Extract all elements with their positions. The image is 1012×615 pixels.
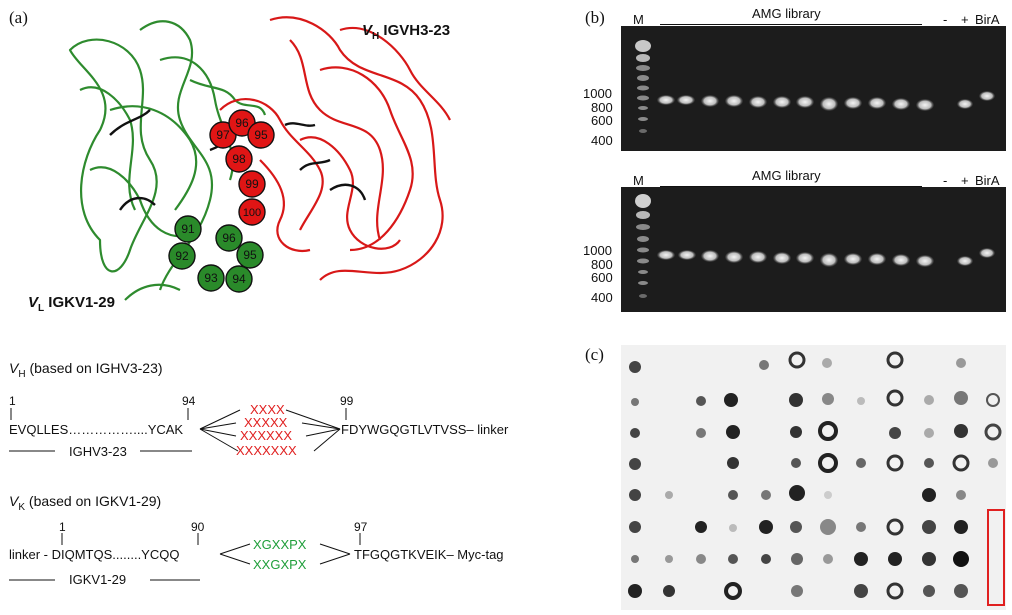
gel2-ladder-1000: 1000: [583, 243, 612, 258]
residue-99: 99: [245, 177, 259, 191]
gel1-library-label: AMG library: [752, 6, 821, 21]
gel2-bira-label: BirA: [975, 173, 1000, 188]
gel2-neg-label: -: [943, 173, 948, 188]
light-residues: [168, 215, 264, 293]
vh-variant-5: XXXXX: [244, 415, 288, 430]
vh-chain-label: VH IGVH3-23: [362, 22, 451, 42]
heavy-chain-ribbon: [219, 16, 451, 281]
residue-96-heavy: 96: [235, 116, 249, 130]
vl-chain-label: VL IGKV1-29: [28, 294, 115, 314]
gel1-pos-label: +: [961, 12, 969, 27]
heavy-residues: [209, 109, 275, 226]
gel1-library-bracket: [660, 24, 922, 25]
highlight-box: [987, 509, 1005, 606]
vh-variant-7: XXXXXXX: [236, 443, 297, 458]
dot-blot-image: [621, 345, 1006, 610]
vk-right-sequence: TFGQGTKVEIK– Myc-tag: [354, 547, 504, 562]
gel2-ladder-600: 600: [591, 270, 613, 285]
vk-connector-lines: [9, 533, 361, 581]
gel1-image: [621, 26, 1006, 151]
vk-left-sequence: linker - DIQMTQS........YCQQ: [9, 547, 180, 562]
residue-91: 91: [181, 222, 195, 236]
gel2-pos-label: +: [961, 173, 969, 188]
antibody-structure-figure: 97 96 95 98 99 100 91 96 92 95 93 94: [68, 16, 451, 301]
vh-variant-6: XXXXXX: [240, 428, 293, 443]
residue-94: 94: [232, 272, 246, 286]
vh-right-sequence: FDYWGQGTLVTVSS– linker: [341, 422, 509, 437]
residue-100: 100: [243, 207, 261, 219]
dot-blot-spots: [628, 351, 1002, 600]
residue-92: 92: [175, 249, 189, 263]
residue-96-light: 96: [222, 231, 236, 245]
gel2-image: [621, 187, 1006, 312]
residue-97: 97: [216, 128, 230, 142]
cdr-loops: [109, 109, 367, 211]
vh-region-label: IGHV3-23: [69, 444, 127, 459]
residue-95-heavy: 95: [254, 128, 268, 142]
gel2-sample-bands: [657, 248, 995, 267]
gel1-ladder-bands: [635, 40, 651, 133]
vk-block-title: VK (based on IGKV1-29): [9, 493, 162, 513]
panel-label-c: (c): [585, 345, 604, 364]
gel1-ladder-1000: 1000: [583, 86, 612, 101]
residue-95-light: 95: [243, 248, 257, 262]
residue-numbers: 97 96 95 98 99 100 91 96 92 95 93 94: [175, 116, 268, 286]
vk-pos-1: 1: [59, 520, 66, 534]
gel1-neg-label: -: [943, 12, 948, 27]
gel1-ladder-600: 600: [591, 113, 613, 128]
gel2-ladder-800: 800: [591, 257, 613, 272]
gel1-sample-bands: [657, 91, 995, 111]
gel1-bira-label: BirA: [975, 12, 1000, 27]
gel2-ladder-bands: [635, 194, 651, 298]
vh-variant-4: XXXX: [250, 402, 285, 417]
panel-label-a: (a): [9, 8, 28, 27]
vk-variant-1: XGXXPX: [253, 537, 307, 552]
gel2-library-bracket: [660, 186, 922, 187]
vh-pos-94: 94: [182, 394, 196, 408]
gel2-marker-label: M: [633, 173, 644, 188]
gel2-ladder-400: 400: [591, 290, 613, 305]
vh-pos-99: 99: [340, 394, 354, 408]
vk-pos-97: 97: [354, 520, 368, 534]
vh-block-title: VH (based on IGHV3-23): [9, 360, 163, 380]
gel1-ladder-800: 800: [591, 100, 613, 115]
vh-left-sequence: EVQLLES……………....YCAK: [9, 422, 184, 437]
panel-label-b: (b): [585, 8, 605, 27]
vk-variant-2: XXGXPX: [253, 557, 307, 572]
gel1-marker-label: M: [633, 12, 644, 27]
gel2-library-label: AMG library: [752, 168, 821, 183]
vh-connector-lines: [9, 408, 347, 452]
vh-pos-1: 1: [9, 394, 16, 408]
gel1-ladder-400: 400: [591, 133, 613, 148]
residue-93: 93: [204, 271, 218, 285]
vk-pos-90: 90: [191, 520, 205, 534]
residue-98: 98: [232, 152, 246, 166]
vk-region-label: IGKV1-29: [69, 572, 127, 587]
